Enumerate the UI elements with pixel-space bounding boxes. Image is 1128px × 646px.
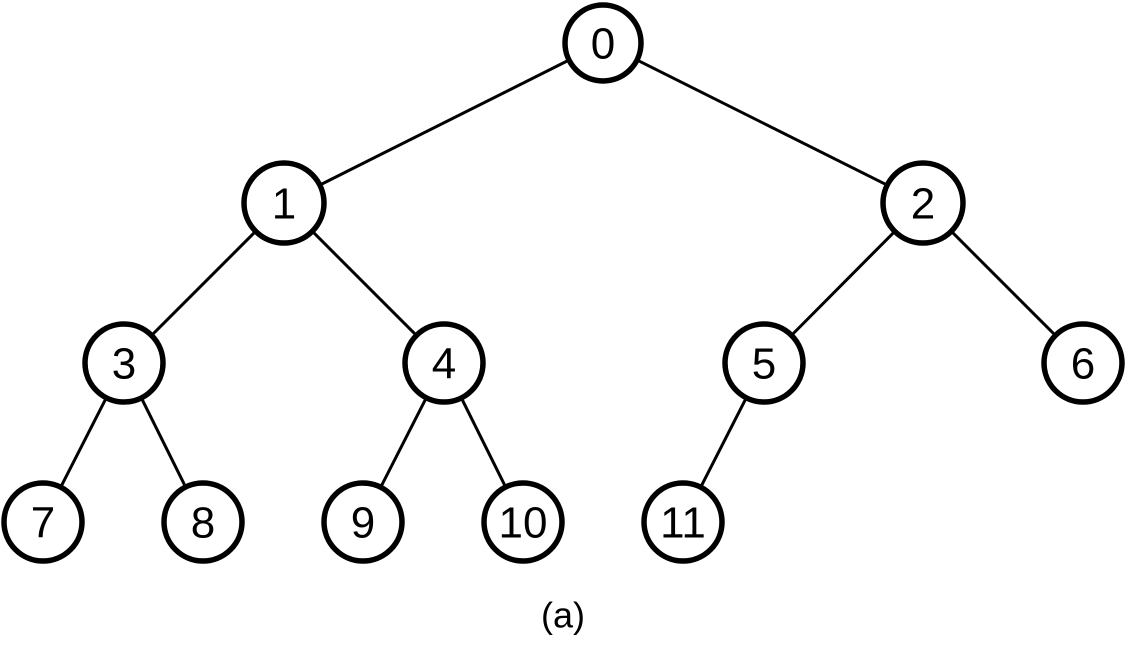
tree-edge-2-5 (790, 230, 896, 337)
tree-node-2[interactable]: 2 (880, 160, 966, 246)
tree-node-circle-10[interactable] (481, 480, 565, 564)
tree-node-label-6: 6 (1071, 340, 1095, 389)
tree-node-7[interactable]: 7 (1, 480, 85, 564)
tree-node-label-4: 4 (432, 340, 456, 389)
tree-node-circle-0[interactable] (562, 2, 644, 84)
tree-node-5[interactable]: 5 (722, 321, 806, 405)
tree-node-label-10: 10 (499, 499, 548, 548)
tree-node-circle-6[interactable] (1041, 321, 1125, 405)
tree-node-11[interactable]: 11 (641, 480, 725, 564)
tree-node-circle-4[interactable] (402, 321, 486, 405)
node-layer: 0 1 2 3 4 5 6 7 8 9 10 11 (1, 2, 1125, 564)
tree-node-circle-7[interactable] (1, 480, 85, 564)
tree-node-circle-1[interactable] (241, 160, 327, 246)
figure-caption: (a) (541, 595, 585, 636)
tree-node-label-2: 2 (911, 180, 935, 229)
tree-node-circle-3[interactable] (82, 321, 166, 405)
tree-node-8[interactable]: 8 (161, 480, 245, 564)
tree-node-label-9: 9 (351, 499, 375, 548)
tree-edge-1-3 (150, 230, 257, 337)
tree-node-label-11: 11 (660, 499, 706, 548)
tree-node-1[interactable]: 1 (241, 160, 327, 246)
tree-edge-5-11 (699, 397, 748, 488)
tree-edge-4-10 (460, 397, 507, 488)
tree-edge-0-2 (636, 58, 888, 187)
tree-node-label-8: 8 (191, 499, 215, 548)
tree-node-circle-11[interactable] (641, 480, 725, 564)
tree-edge-0-1 (319, 58, 570, 187)
tree-node-circle-2[interactable] (880, 160, 966, 246)
tree-node-circle-5[interactable] (722, 321, 806, 405)
tree-node-6[interactable]: 6 (1041, 321, 1125, 405)
tree-edge-1-4 (311, 230, 418, 337)
tree-edge-2-6 (950, 230, 1057, 337)
tree-node-4[interactable]: 4 (402, 321, 486, 405)
tree-node-label-0: 0 (591, 20, 615, 69)
tree-node-9[interactable]: 9 (321, 480, 405, 564)
tree-node-label-7: 7 (31, 499, 55, 548)
tree-node-circle-9[interactable] (321, 480, 405, 564)
tree-node-0[interactable]: 0 (562, 2, 644, 84)
tree-node-label-1: 1 (272, 180, 296, 229)
tree-node-label-5: 5 (752, 340, 776, 389)
tree-node-10[interactable]: 10 (481, 480, 565, 564)
tree-node-circle-8[interactable] (161, 480, 245, 564)
tree-edge-3-8 (140, 397, 187, 488)
tree-edge-3-7 (59, 397, 108, 488)
tree-node-3[interactable]: 3 (82, 321, 166, 405)
tree-node-label-3: 3 (112, 340, 136, 389)
tree-edge-4-9 (379, 397, 428, 488)
edge-layer (59, 58, 1057, 488)
